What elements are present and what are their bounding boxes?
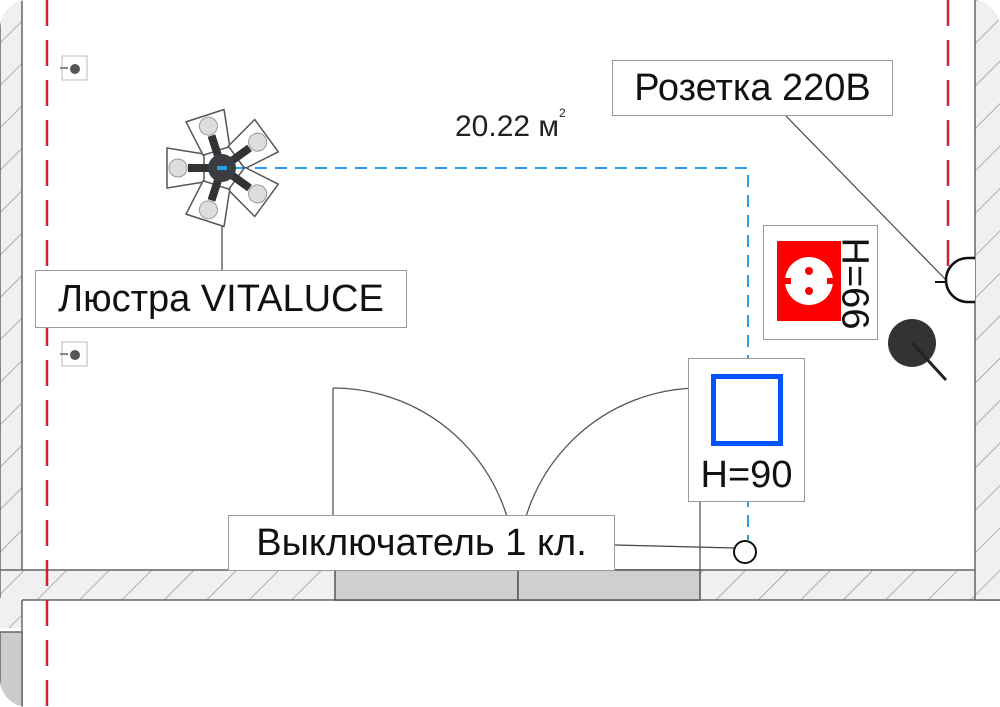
socket-label: Розетка 220В xyxy=(612,60,893,116)
socket-height-box: H=66 xyxy=(763,225,878,340)
socket-icon xyxy=(777,241,841,321)
switch-label: Выключатель 1 кл. xyxy=(228,515,615,571)
opening-right xyxy=(517,569,701,601)
wall-light-icon xyxy=(60,55,88,81)
switch-height-box: H=90 xyxy=(688,358,805,502)
chandelier-label: Люстра VITALUCE xyxy=(35,270,407,328)
switch-square-icon xyxy=(711,374,783,446)
wall-piece xyxy=(0,631,23,707)
area-unit-sup: 2 xyxy=(559,106,566,120)
switch-symbol-icon xyxy=(733,540,757,564)
wall-right xyxy=(974,0,1000,601)
opening-left xyxy=(334,569,519,601)
chandelier-icon xyxy=(166,108,280,228)
device-symbol-icon xyxy=(888,319,948,382)
wall-left xyxy=(0,0,23,601)
room-area: 20.22 м2 xyxy=(455,106,566,144)
socket-height: H=66 xyxy=(833,237,876,330)
wiring-line xyxy=(235,167,749,540)
switch-height: H=90 xyxy=(700,454,793,496)
area-value: 20.22 м xyxy=(455,110,560,143)
socket-symbol-icon xyxy=(935,256,975,304)
wall-light-icon xyxy=(60,341,88,367)
